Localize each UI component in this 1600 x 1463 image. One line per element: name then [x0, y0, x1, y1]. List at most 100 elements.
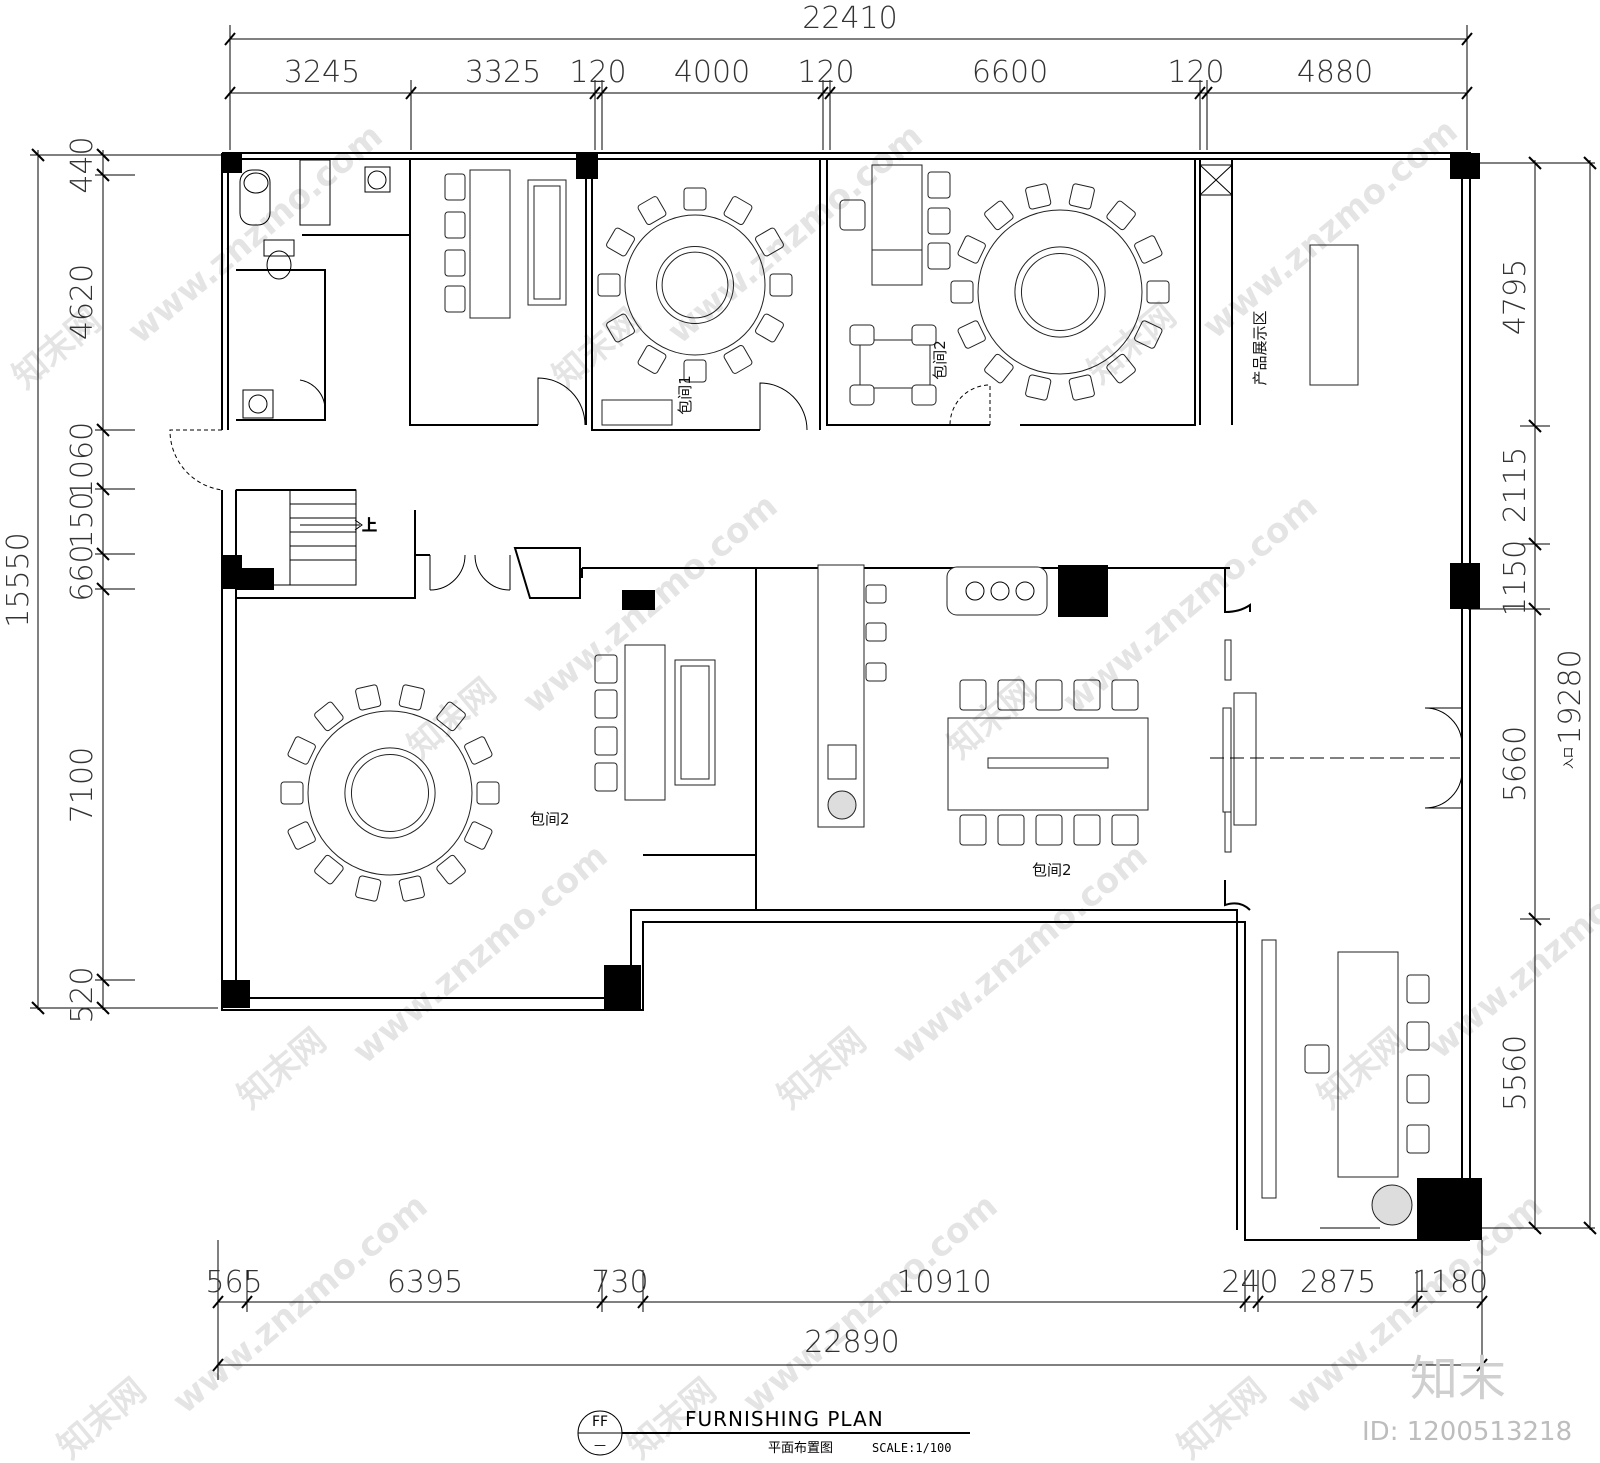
dim-left-2: 4620: [65, 264, 100, 340]
dining-chair: [1106, 200, 1136, 231]
dining-chair: [1146, 280, 1170, 304]
dining-chair: [355, 875, 382, 902]
dim-bottom-1: 565: [205, 1265, 262, 1300]
entrance-area: 入口: [1210, 639, 1575, 853]
dim-top-1: 3245: [284, 55, 360, 90]
stair-up-label: 上: [362, 516, 377, 534]
dim-right-1: 4795: [1498, 259, 1533, 335]
dining-chair: [606, 227, 635, 257]
dim-top-2: 3325: [465, 55, 541, 90]
dim-right-5: 5560: [1498, 1035, 1533, 1111]
dining-chair: [436, 701, 466, 732]
meeting-chair: [997, 679, 1025, 711]
private-room-2-top-label: 包间2: [931, 340, 949, 380]
private-room-2-mid-label: 包间2: [1032, 861, 1072, 879]
meeting-chair: [1035, 679, 1063, 711]
right-dimensions: 4795 2115 1150 5660 5560 19280: [1468, 156, 1597, 1235]
product-display-label: 产品展示区: [1251, 310, 1269, 385]
dim-bottom-7: 1180: [1412, 1265, 1488, 1300]
door-swings: [169, 377, 1463, 1229]
dining-chair: [637, 345, 667, 374]
dim-left-total: 15550: [1, 532, 36, 627]
dining-chair: [957, 320, 986, 349]
watermark-20: www.znzmo.com: [735, 1186, 1005, 1422]
meeting-chair: [1035, 814, 1063, 846]
dim-top-8: 4880: [1297, 55, 1373, 90]
watermark-18: www.znzmo.com: [165, 1186, 435, 1422]
watermark-17: 知末网: [50, 1371, 154, 1463]
bathrooms: [239, 159, 391, 419]
dim-top-6: 6600: [972, 55, 1048, 90]
dim-bottom-4: 10910: [896, 1265, 991, 1300]
dining-chair: [1134, 235, 1163, 264]
dim-right-3: 1150: [1498, 540, 1533, 616]
logo-watermark: 知末: [1410, 1351, 1506, 1407]
dining-chair: [314, 854, 344, 885]
watermark-14: www.znzmo.com: [885, 836, 1155, 1072]
dining-chair: [476, 781, 500, 805]
dim-right-2: 2115: [1498, 447, 1533, 523]
watermark-3: 知末网: [545, 301, 649, 397]
dining-chair: [769, 273, 793, 297]
dim-bottom-6: 2875: [1300, 1265, 1376, 1300]
left-dimensions: 15550 440 4620 1060 150 660 7100 520: [1, 136, 230, 1024]
meeting-chair: [1111, 679, 1139, 711]
dining-chair: [597, 273, 621, 297]
watermark-21: 知末网: [1170, 1371, 1274, 1463]
office-bottom-right: [1261, 939, 1430, 1226]
dining-chair: [984, 200, 1014, 231]
dining-chair: [755, 313, 784, 343]
dim-left-4: 150: [65, 491, 100, 548]
dining-chair: [637, 196, 667, 225]
dining-chair: [398, 875, 425, 902]
dim-bottom-3: 730: [591, 1265, 648, 1300]
round-tables: [280, 183, 1170, 902]
dining-chair: [683, 359, 707, 383]
round-table: [280, 684, 500, 902]
office-top-left: [444, 169, 567, 319]
title-scale: SCALE:1/100: [872, 1441, 951, 1455]
dining-chair: [398, 684, 425, 711]
dim-top-4: 4000: [674, 55, 750, 90]
dim-right-total: 19280: [1553, 649, 1588, 744]
meeting-chair: [1111, 814, 1139, 846]
watermark-1: 知末网: [5, 301, 109, 397]
dining-chair: [723, 345, 753, 374]
dim-top-5: 120: [797, 55, 854, 90]
staircase: 上: [235, 489, 378, 586]
watermark-16: www.znzmo.com: [1420, 831, 1600, 1067]
dining-chair: [984, 353, 1014, 384]
dining-chair: [1025, 183, 1052, 210]
product-display-area: 产品展示区: [1199, 164, 1359, 386]
dim-left-3: 1060: [65, 422, 100, 498]
dining-chair: [355, 684, 382, 711]
dining-chair: [464, 821, 493, 850]
bottom-dimensions: 565 6395 730 10910 240 2875 1180 22890: [205, 1240, 1488, 1380]
private-room-1-label: 包间1: [676, 375, 694, 415]
dim-top-3: 120: [569, 55, 626, 90]
meeting-chair: [997, 814, 1025, 846]
title-text: FURNISHING PLAN: [685, 1407, 884, 1431]
private-room-2-mid: 包间2: [817, 564, 1149, 879]
dining-chair: [464, 736, 493, 765]
round-table: [950, 183, 1170, 401]
dining-chair: [1134, 320, 1163, 349]
tea-room: 包间2: [839, 164, 951, 406]
meeting-chair: [959, 814, 987, 846]
dim-bottom-total: 22890: [804, 1325, 899, 1360]
dining-chair: [755, 227, 784, 257]
round-table: [597, 187, 793, 383]
title-symbol-sub: —: [594, 1438, 606, 1452]
private-room-2-left: 包间2: [530, 644, 716, 828]
dining-chair: [683, 187, 707, 211]
meeting-chair: [1073, 679, 1101, 711]
dining-chair: [1068, 374, 1095, 401]
dining-chair: [287, 736, 316, 765]
dim-top-7: 120: [1167, 55, 1224, 90]
watermark-2: www.znzmo.com: [120, 116, 390, 352]
title-block: FF — FURNISHING PLAN 平面布置图 SCALE:1/100: [577, 1407, 970, 1456]
dining-chair: [1106, 353, 1136, 384]
dim-top-total: 22410: [802, 1, 897, 36]
dining-chair: [723, 196, 753, 225]
